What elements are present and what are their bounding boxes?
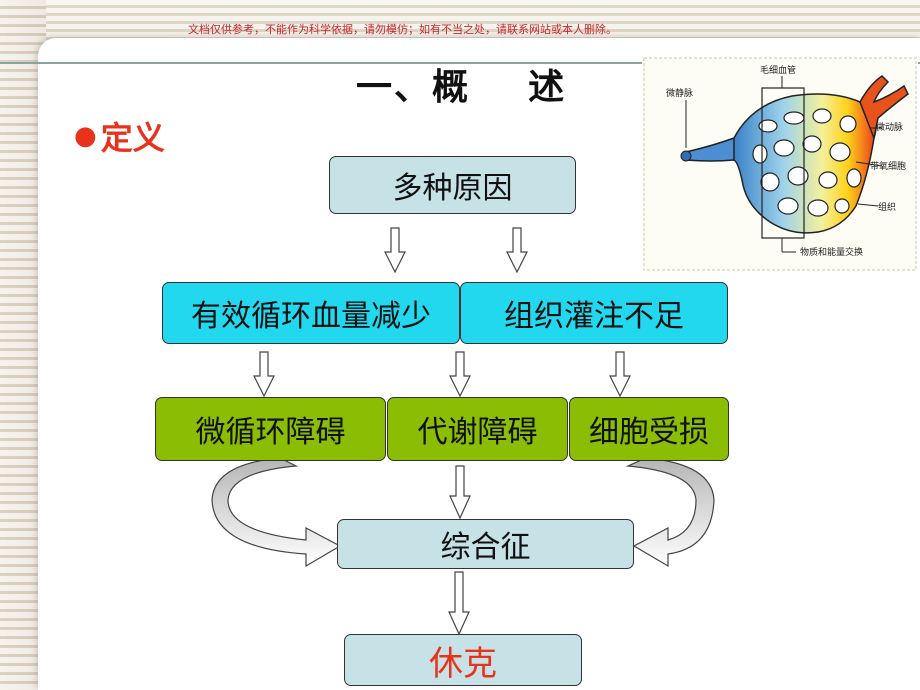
arrow-top-right (506, 227, 528, 274)
arrow-mid-center (449, 351, 471, 398)
node-multiple-causes: 多种原因 (329, 156, 576, 214)
slide-title: 一、概 述 (356, 67, 567, 108)
arteriole-vessel (859, 75, 909, 141)
curved-arrow-left (211, 457, 342, 568)
label-exchange: 物质和能量交换 (800, 246, 863, 258)
arrow-mid-right (609, 351, 631, 398)
label-arteriole: 微动脉 (876, 121, 903, 133)
capillary-diagram-image: 毛细血管 微静脉 微动脉 带氧细胞 组织 物质和能量交换 (642, 56, 918, 272)
definition-label: 定义 (100, 119, 165, 157)
node-metabolic-disorder: 代谢障碍 (387, 397, 568, 461)
disclaimer-text: 文档仅供参考，不能作为科学依据，请勿模仿；如有不当之处，请联系网站或本人删除。 (188, 23, 617, 36)
curved-arrow-right (625, 457, 715, 568)
exchange-region-box (761, 87, 805, 239)
node-syndrome: 综合征 (337, 519, 634, 569)
arrow-to-shock (448, 571, 470, 636)
label-oxygen-cell: 带氧细胞 (870, 160, 906, 172)
tissue-holes (752, 108, 862, 217)
node-shock: 休克 (344, 634, 582, 686)
label-tissue: 组织 (878, 201, 896, 213)
arrow-top-left (384, 227, 406, 274)
definition-heading: ● 定义 (74, 113, 165, 159)
bullet-icon: ● (74, 121, 97, 151)
node-reduced-blood-volume: 有效循环血量减少 (162, 282, 460, 344)
divider-line (0, 62, 920, 64)
node-tissue-hypoperfusion: 组织灌注不足 (460, 282, 728, 344)
node-cell-damage: 细胞受损 (569, 397, 729, 461)
node-microcirculation-disorder: 微循环障碍 (155, 397, 386, 461)
arrow-to-syndrome (449, 465, 471, 520)
leader-lines (685, 76, 883, 207)
arrow-mid-left (253, 351, 275, 398)
label-venule: 微静脉 (666, 87, 693, 99)
label-capillary: 毛细血管 (760, 64, 796, 76)
venule-end (680, 150, 692, 162)
